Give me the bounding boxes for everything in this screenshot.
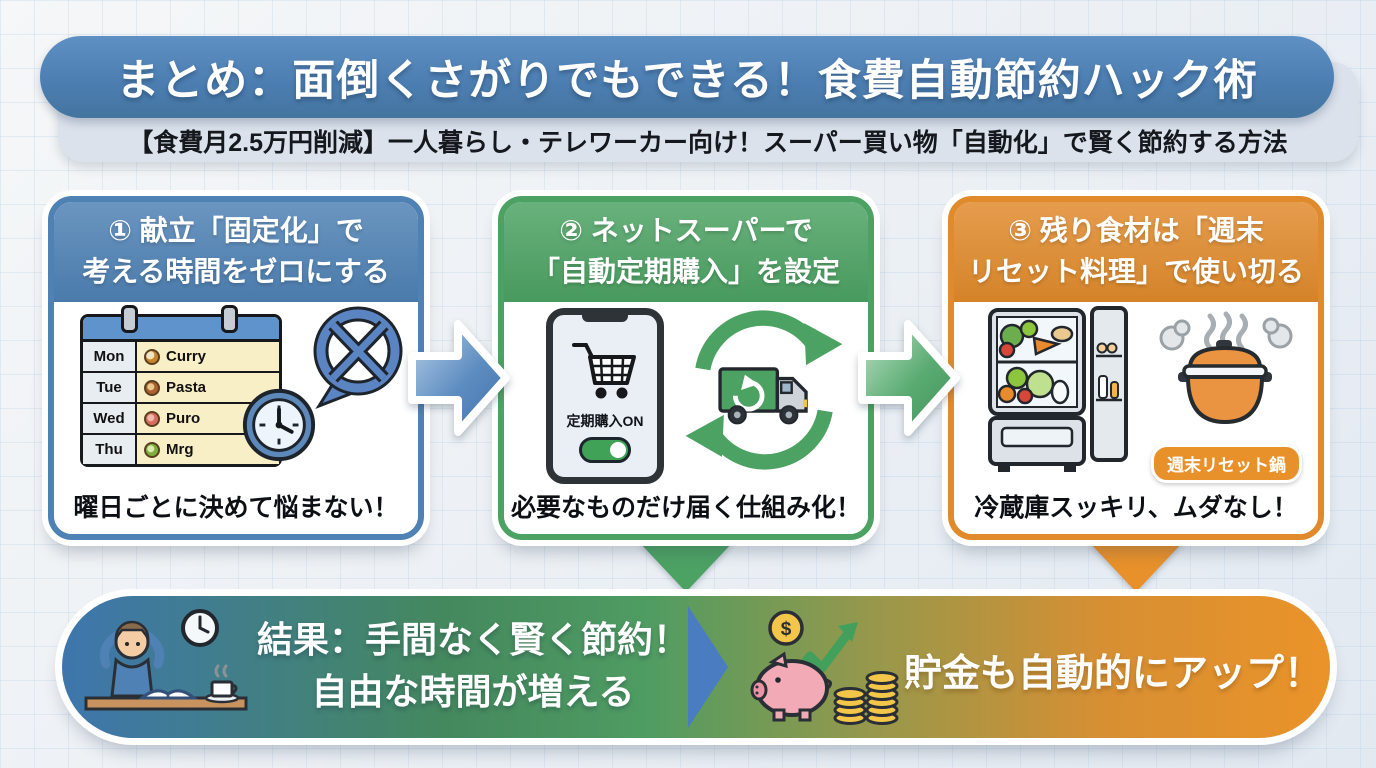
calendar-day: Tue [83, 373, 137, 402]
down-arrow-icon-orange [1089, 542, 1183, 592]
calendar-meal-label: Mrg [166, 441, 194, 458]
step-2-body: 定期購入ON [504, 302, 868, 534]
curry-food-icon [144, 348, 160, 365]
step-card-2: ② ネットスーパーで 「自動定期購入」を設定 定期購入ON [498, 196, 874, 540]
down-arrow-icon-green [639, 542, 733, 592]
calendar-row: Tue Pasta [83, 373, 279, 404]
calendar-meal-label: Curry [166, 348, 207, 365]
calendar-day: Wed [83, 404, 137, 433]
toggle-knob [610, 442, 626, 458]
phone-notch [582, 313, 628, 322]
step-1-body: Mon Curry Tue Pasta Wed [54, 302, 418, 534]
calendar-header-bar [83, 305, 279, 342]
pasta-food-icon [144, 379, 160, 396]
calendar-row: Mon Curry [83, 342, 279, 373]
step-2-title-line2: 「自動定期購入」を設定 [531, 256, 840, 287]
result-banner: 結果：手間なく賢く節約！ 自由な時間が増える $ [62, 596, 1330, 738]
page-title: まとめ：面倒くさがりでもできる！食費自動節約ハック術 [116, 57, 1258, 105]
no-thinking-bubble-icon [313, 306, 403, 410]
calendar-day: Thu [83, 435, 137, 464]
step-card-1: ① 献立「固定化」で 考える時間をゼロにする Mon Curry Tue [48, 196, 424, 540]
step-3-body: 週末リセット鍋 冷蔵庫スッキリ、ムダなし！ [954, 302, 1318, 534]
step-1-title-line2: 考える時間をゼロにする [82, 256, 390, 287]
calendar-meal: Pasta [137, 373, 279, 402]
calendar-ring-icon [221, 305, 238, 333]
result-left-line2: 自由な時間が増える [311, 671, 635, 713]
stew-food-icon [144, 410, 160, 427]
coin-dollar-symbol: $ [781, 619, 792, 640]
divider-arrow-icon [688, 606, 728, 728]
sync-delivery-truck-icon [685, 310, 843, 470]
truck-body [718, 367, 808, 425]
step-3-title-line2: リセット料理」で使い切る [967, 256, 1304, 287]
shopping-cart-icon [572, 343, 636, 399]
calendar-ring-icon [121, 305, 138, 333]
step-card-3: ③ 残り食材は「週末 リセット料理」で使い切る [948, 196, 1324, 540]
step-2-caption: 必要なものだけ届く仕組み化！ [510, 494, 861, 522]
page-subtitle: 【食費月2.5万円削減】一人暮らし・テレワーカー向け！スーパー買い物「自動化」で… [128, 129, 1288, 157]
step-1-title: ① 献立「固定化」で 考える時間をゼロにする [54, 202, 418, 302]
right-arrow-icon-2 [858, 320, 960, 436]
result-left-text: 結果：手間なく賢く節約！ 自由な時間が増える [234, 614, 712, 718]
calendar-day: Mon [83, 342, 137, 371]
coin-stack-icon [833, 671, 899, 725]
salad-food-icon [144, 441, 160, 458]
step-3-title-line1: ③ 残り食材は「週末 [1008, 215, 1264, 247]
calendar-meal-label: Puro [166, 410, 201, 427]
calendar-meal: Curry [137, 342, 279, 371]
right-arrow-icon-1 [408, 320, 510, 436]
pot-badge: 週末リセット鍋 [1151, 444, 1302, 483]
open-fridge-icon [988, 306, 1128, 472]
steaming-pot-icon [1159, 311, 1293, 425]
result-left-line1: 結果：手間なく賢く節約！ [256, 619, 689, 660]
title-banner: まとめ：面倒くさがりでもできる！食費自動節約ハック術 [40, 36, 1334, 118]
step-3-caption: 冷蔵庫スッキリ、ムダなし！ [974, 494, 1298, 522]
relaxed-person-icon [84, 609, 248, 711]
subscription-on-label: 定期購入ON [566, 413, 644, 429]
step-1-title-line1: ① 献立「固定化」で [108, 215, 364, 247]
clock-icon [242, 388, 316, 462]
step-3-title: ③ 残り食材は「週末 リセット料理」で使い切る [954, 202, 1318, 302]
step-2-title: ② ネットスーパーで 「自動定期購入」を設定 [504, 202, 868, 302]
step-1-caption: 曜日ごとに決めて悩まない！ [73, 494, 399, 522]
toggle-on-switch [579, 437, 631, 463]
calendar-meal-label: Pasta [166, 379, 207, 396]
piggy-bank-savings-icon: $ [750, 610, 899, 725]
smartphone-cart-icon: 定期購入ON [546, 308, 664, 484]
step-2-title-line1: ② ネットスーパーで [559, 215, 813, 247]
result-right-text: 貯金も自動的にアップ！ [903, 653, 1322, 695]
